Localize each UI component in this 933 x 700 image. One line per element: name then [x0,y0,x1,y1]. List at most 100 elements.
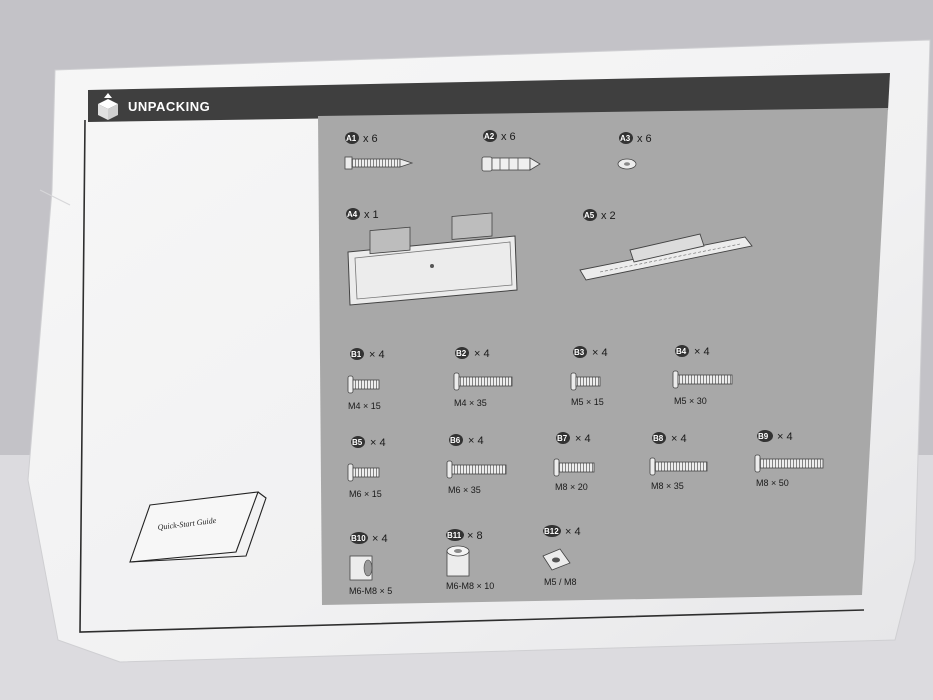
wood-screw-icon [344,156,414,170]
svg-text:B6: B6 [450,436,461,445]
svg-text:× 4: × 4 [671,433,687,445]
svg-text:× 4: × 4 [474,348,490,360]
svg-text:B8: B8 [653,434,664,443]
box-icon [98,93,118,120]
washer-icon [617,158,637,170]
svg-text:B3: B3 [574,348,585,357]
svg-text:× 4: × 4 [694,346,710,358]
svg-text:A2: A2 [484,132,495,141]
svg-text:B9: B9 [758,432,769,441]
part-badge [583,209,597,221]
bolt-icon [347,463,380,482]
part-b5: B5 × 4 M6 × 15 [347,436,386,499]
svg-text:M5 × 15: M5 × 15 [571,397,604,407]
paper-fold [39,189,71,206]
header-title: UNPACKING [128,99,210,114]
svg-text:B2: B2 [456,349,467,358]
svg-text:M4 × 15: M4 × 15 [348,401,381,411]
part-b10: B10 × 4 M6-M8 × 5 [349,532,392,596]
part-badge [675,345,689,357]
svg-text:M5 / M8: M5 / M8 [544,577,577,587]
svg-text:M8 × 35: M8 × 35 [651,481,684,491]
svg-text:× 4: × 4 [575,433,591,445]
svg-text:A1: A1 [346,134,357,143]
svg-text:M6 × 35: M6 × 35 [448,485,481,495]
svg-text:x 6: x 6 [501,131,516,143]
part-badge [449,434,463,446]
bolt-icon [754,454,824,473]
svg-text:B4: B4 [676,347,687,356]
svg-text:A3: A3 [620,134,631,143]
svg-text:× 4: × 4 [370,437,386,449]
bolt-icon [672,370,733,389]
svg-text:M8 × 50: M8 × 50 [756,478,789,488]
plate-washer-icon [542,548,571,571]
svg-text:A4: A4 [347,210,358,219]
svg-text:x 1: x 1 [364,209,379,221]
part-a5: A5 x 2 [579,209,753,281]
part-badge [619,132,633,144]
part-a2: A2 x 6 [481,130,541,172]
svg-text:M6 × 15: M6 × 15 [349,489,382,499]
part-badge [573,346,587,358]
part-b2: B2 × 4 M4 × 35 [453,347,513,408]
part-b8: B8 × 4 M8 × 35 [649,432,708,491]
part-badge [483,130,497,142]
part-badge [350,532,368,544]
svg-text:x 6: x 6 [363,133,378,145]
bolt-icon [553,458,595,477]
svg-text:M8 × 20: M8 × 20 [555,482,588,492]
svg-text:× 4: × 4 [369,349,385,361]
part-a4: A4 x 1 [346,208,518,306]
part-b4: B4 × 4 M5 × 30 [672,345,733,406]
part-b6: B6 × 4 M6 × 35 [446,434,507,495]
svg-text:B5: B5 [352,438,363,447]
svg-text:M5 × 30: M5 × 30 [674,396,707,406]
bolt-icon [649,457,708,476]
svg-text:× 8: × 8 [467,530,483,542]
svg-text:B10: B10 [351,534,366,543]
part-badge [345,132,359,144]
part-badge [351,436,365,448]
mounting-arm-icon [579,233,753,281]
svg-text:A5: A5 [584,211,595,220]
svg-text:B7: B7 [557,434,568,443]
svg-text:B11: B11 [447,531,462,540]
part-b11: B11 × 8 M6-M8 × 10 [446,529,494,591]
svg-text:B12: B12 [544,527,559,536]
part-badge [556,432,570,444]
svg-text:B1: B1 [351,350,362,359]
svg-text:x 6: x 6 [637,133,652,145]
svg-text:× 4: × 4 [777,431,793,443]
part-a1: A1 x 6 [344,132,414,170]
header-bar [88,73,890,122]
bolt-icon [446,460,507,479]
bolt-icon [453,372,513,391]
part-b9: B9 × 4 M8 × 50 [754,430,824,488]
part-badge [346,208,360,220]
part-a3: A3 x 6 [617,132,652,170]
part-b1: B1 × 4 M4 × 15 [347,348,385,411]
part-badge [757,430,773,442]
part-b12: B12 × 4 M5 / M8 [542,525,581,587]
part-badge [543,525,561,537]
wall-plate-icon [347,212,518,306]
svg-text:× 4: × 4 [468,435,484,447]
part-badge [652,432,666,444]
part-badge [455,347,469,359]
part-badge [446,529,464,541]
svg-text:× 4: × 4 [592,347,608,359]
wall-anchor-icon [481,156,541,172]
part-badge [350,348,364,360]
bolt-icon [570,372,601,391]
svg-text:M6-M8 × 5: M6-M8 × 5 [349,586,392,596]
svg-text:M4 × 35: M4 × 35 [454,398,487,408]
frame-line [79,119,865,633]
part-b7: B7 × 4 M8 × 20 [553,432,595,492]
spacer-icon [446,545,470,577]
svg-text:× 4: × 4 [372,533,388,545]
part-b3: B3 × 4 M5 × 15 [570,346,608,407]
svg-text:M6-M8 × 10: M6-M8 × 10 [446,581,494,591]
svg-text:× 4: × 4 [565,526,581,538]
